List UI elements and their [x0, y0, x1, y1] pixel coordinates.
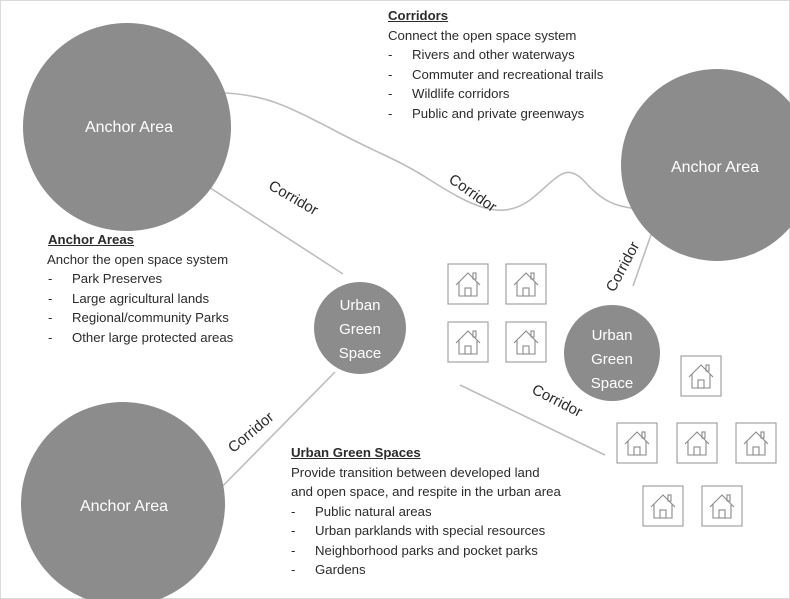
anchor-area-label: Anchor Area: [80, 498, 168, 515]
urban-green-spaces-legend-list: -Public natural areas -Urban parklands w…: [291, 502, 561, 580]
bullet-marker: -: [291, 503, 296, 519]
urban-green-space-label: Space: [591, 375, 634, 392]
bullet-marker: -: [291, 542, 296, 558]
list-item: -Large agricultural lands: [48, 289, 233, 309]
list-item: -Rivers and other waterways: [388, 45, 603, 65]
list-item: -Urban parklands with special resources: [291, 521, 561, 541]
list-item: -Park Preserves: [48, 269, 233, 289]
connector-line: [459, 384, 606, 456]
house-icon: [447, 321, 489, 363]
house-icon: [676, 422, 718, 464]
connector-line: [194, 177, 344, 275]
connector-line: [206, 371, 336, 503]
bullet-marker: -: [291, 562, 296, 577]
list-item: -Public natural areas: [291, 502, 561, 522]
list-item: -Regional/community Parks: [48, 308, 233, 328]
bullet-marker: -: [388, 47, 393, 62]
corridor-river-line: [224, 92, 653, 211]
urban-green-space-circle: [564, 305, 660, 401]
urban-green-spaces-legend-title: Urban Green Spaces: [291, 445, 421, 460]
house-icon: [447, 263, 489, 305]
house-icon: [616, 422, 658, 464]
bullet-marker: -: [48, 290, 53, 306]
bullet-marker: -: [388, 105, 393, 121]
anchor-areas-legend-list: -Park Preserves -Large agricultural land…: [48, 269, 233, 347]
corridor-label: Corridor: [603, 239, 643, 295]
bullet-marker: -: [48, 310, 53, 325]
urban-green-spaces-legend-description: Provide transition between developed lan…: [291, 464, 540, 480]
urban-green-space-label: Urban: [340, 297, 381, 314]
anchor-area-label: Anchor Area: [85, 119, 173, 136]
house-icon: [680, 355, 722, 397]
corridor-label: Corridor: [225, 409, 277, 457]
bullet-marker: -: [388, 66, 393, 82]
house-icon: [701, 485, 743, 527]
connector-line: [632, 231, 653, 287]
house-icon: [642, 485, 684, 527]
list-item: -Commuter and recreational trails: [388, 65, 603, 85]
anchor-areas-legend: Anchor Areas Anchor the open space syste…: [47, 230, 233, 347]
anchor-areas-legend-title: Anchor Areas: [48, 232, 134, 247]
list-item: -Neighborhood parks and pocket parks: [291, 541, 561, 561]
urban-green-space-label: Green: [339, 321, 381, 338]
list-item: -Public and private greenways: [388, 104, 603, 124]
anchor-area-circle: [21, 402, 225, 599]
urban-green-space-label: Urban: [592, 327, 633, 344]
anchor-areas-legend-description: Anchor the open space system: [47, 251, 229, 267]
corridor-label: Corridor: [266, 177, 321, 219]
anchor-area-circle: [23, 23, 231, 231]
anchor-area-label: Anchor Area: [671, 159, 759, 176]
house-icon: [735, 422, 777, 464]
corridors-legend-list: -Rivers and other waterways -Commuter an…: [388, 45, 603, 123]
bullet-marker: -: [48, 329, 53, 345]
corridors-legend-description: Connect the open space system: [388, 27, 577, 43]
list-item: -Other large protected areas: [48, 328, 233, 348]
corridor-label: Corridor: [529, 381, 585, 421]
corridors-legend-title: Corridors: [388, 8, 449, 23]
list-item: -Gardens: [291, 560, 561, 580]
urban-green-spaces-legend: Urban Green Spaces Provide transition be…: [291, 443, 561, 580]
urban-green-space-label: Space: [339, 345, 382, 362]
bullet-marker: -: [291, 523, 296, 538]
urban-green-space-circle: [314, 282, 406, 374]
bullet-marker: -: [48, 271, 53, 286]
anchor-area-circle: [621, 69, 790, 261]
urban-green-spaces-legend-description: and open space, and respite in the urban…: [291, 484, 561, 499]
house-icon: [505, 321, 547, 363]
house-icon: [505, 263, 547, 305]
bullet-marker: -: [388, 86, 393, 101]
list-item: -Wildlife corridors: [388, 84, 603, 104]
corridors-legend: Corridors Connect the open space system …: [388, 6, 603, 123]
urban-green-space-label: Green: [591, 351, 633, 368]
